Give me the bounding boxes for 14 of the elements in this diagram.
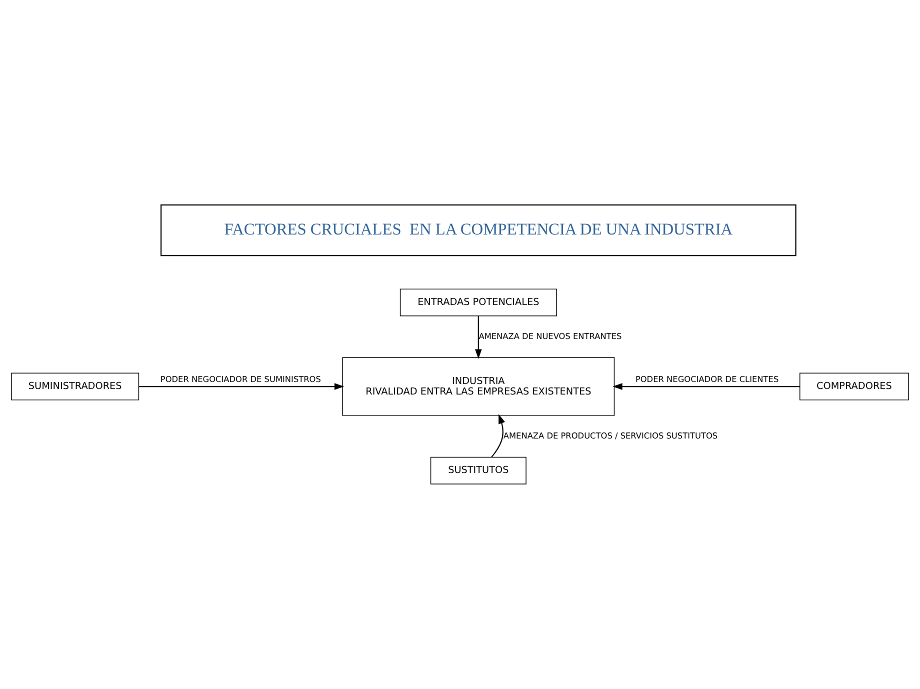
arrow (612, 383, 800, 390)
node-box: COMPRADORES (800, 372, 909, 400)
edge-label: PODER NEGOCIADOR DE CLIENTES (635, 374, 779, 384)
edge-label: AMENAZA DE PRODUCTOS / SERVICIOS SUSTITUTOS (503, 430, 718, 440)
arrow (475, 316, 482, 359)
node-box: SUMINISTRADORES (11, 372, 140, 400)
arrow (491, 414, 505, 458)
node-box: SUSTITUTOS (430, 456, 526, 484)
node-box: ENTRADAS POTENCIALES (400, 288, 557, 316)
edge-label: AMENAZA DE NUEVOS ENTRANTES (478, 330, 622, 341)
node-box: FACTORES CRUCIALES EN LA COMPETENCIA DE UNA INDUSTRIA (160, 204, 796, 256)
arrow (138, 383, 344, 390)
edge-label: PODER NEGOCIADOR DE SUMINISTROS (160, 374, 321, 384)
node-box: INDUSTRIA RIVALIDAD ENTRA LAS EMPRESAS EXISTENTES (342, 357, 615, 416)
